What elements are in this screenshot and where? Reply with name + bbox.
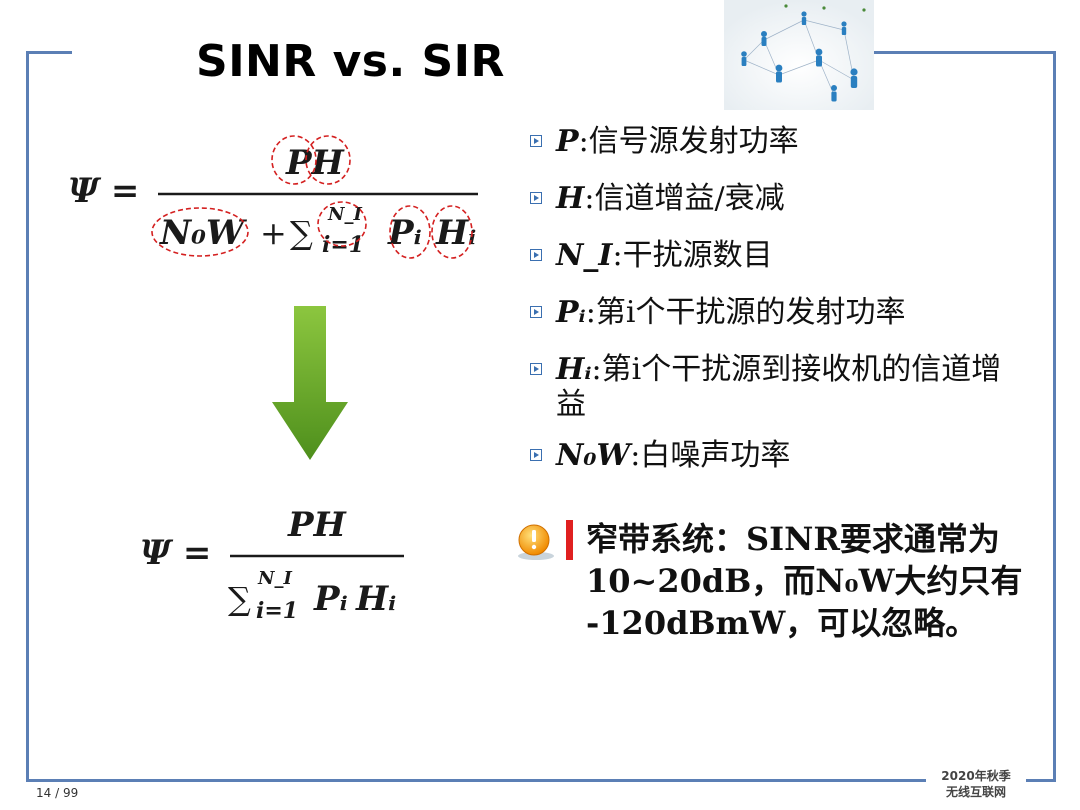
bullet-text: :信号源发射功率	[578, 124, 799, 159]
frame-top-left	[26, 51, 72, 54]
bullet-text: :第i个干扰源的发射功率	[585, 295, 906, 330]
sinr-sum-lower: i=1	[322, 232, 364, 258]
bullet-symbol: N_I	[556, 238, 613, 273]
bullet-marker-icon	[530, 135, 542, 147]
course-term: 2020年秋季	[941, 769, 1011, 783]
bullet-marker-icon	[530, 306, 542, 318]
bullet-symbol: Pᵢ	[556, 295, 586, 330]
sir-interferer-power: Pᵢ	[313, 579, 348, 619]
note-text: 窄带系统：SINR要求通常为 10~20dB，而N₀W大约只有 -120dBmW…	[586, 520, 1023, 642]
slide-title: SINR vs. SIR	[196, 36, 505, 87]
sir-sum-upper: N_I	[257, 568, 292, 589]
definition-list: P:信号源发射功率 H:信道增益/衰减 N_I:干扰源数目 Pᵢ:第i个干扰源的…	[526, 124, 1046, 495]
frame-right	[1053, 51, 1056, 782]
course-label: 2020年秋季 无线互联网	[930, 768, 1022, 800]
bullet-text: :信道增益/衰减	[584, 181, 785, 216]
sir-sum-lower: i=1	[256, 598, 298, 624]
page-number: 14 / 99	[36, 786, 79, 800]
note-accent-bar	[566, 520, 573, 560]
circle-pi	[389, 205, 431, 259]
bullet-marker-icon	[530, 449, 542, 461]
frame-top-right	[874, 51, 1056, 54]
bullet-hi: Hᵢ:第i个干扰源到接收机的信道增益	[526, 352, 1016, 422]
sir-interferer-gain: Hᵢ	[355, 579, 396, 619]
course-name: 无线互联网	[945, 785, 1006, 799]
bullet-ni: N_I:干扰源数目	[526, 238, 1046, 273]
circle-ni	[317, 201, 367, 247]
sinr-formula-drawing: Ψ = PH N₀W + ∑ N_I i=1 Pᵢ Hᵢ	[68, 135, 478, 259]
circle-h	[305, 135, 351, 185]
bullet-marker-icon	[530, 249, 542, 261]
bullet-text: :白噪声功率	[630, 438, 791, 473]
sinr-sum-symbol: ∑	[290, 214, 313, 252]
bullet-pi: Pᵢ:第i个干扰源的发射功率	[526, 295, 1046, 330]
frame-left	[26, 51, 29, 782]
circle-hi	[431, 205, 473, 259]
sir-lhs: Ψ =	[140, 533, 211, 573]
sir-formula: Ψ = PH ∑ N_I i=1 Pᵢ Hᵢ	[140, 500, 440, 630]
sir-formula-drawing: Ψ = PH ∑ N_I i=1 Pᵢ Hᵢ	[140, 505, 404, 624]
bullet-h: H:信道增益/衰减	[526, 181, 1046, 216]
circle-noise	[151, 207, 249, 257]
bullet-p: P:信号源发射功率	[526, 124, 1046, 159]
warning-exclamation-icon	[518, 524, 554, 560]
circle-p	[271, 135, 317, 185]
sinr-plus: +	[260, 214, 287, 252]
bullet-symbol: P	[556, 124, 579, 159]
frame-bottom	[26, 779, 926, 782]
bullet-text: :干扰源数目	[612, 238, 773, 273]
sir-sum-symbol: ∑	[228, 580, 251, 618]
sinr-noise-term: N₀W	[159, 213, 247, 253]
sir-numerator: PH	[287, 505, 348, 545]
frame-bottom-right	[1026, 779, 1056, 782]
sinr-lhs: Ψ =	[68, 171, 139, 211]
sinr-interferer-power: Pᵢ	[387, 213, 422, 253]
bullet-marker-icon	[530, 363, 542, 375]
bullet-symbol: Hᵢ	[556, 352, 592, 387]
network-people-image	[724, 0, 874, 110]
bullet-marker-icon	[530, 192, 542, 204]
sinr-sum-upper: N_I	[327, 204, 362, 225]
sinr-formula: Ψ = PH N₀W + ∑ N_I i=1 Pᵢ Hᵢ	[60, 132, 500, 262]
bullet-symbol: H	[556, 181, 585, 216]
bullet-n0w: N₀W:白噪声功率	[526, 438, 1046, 473]
down-arrow-icon	[272, 306, 348, 460]
bullet-symbol: N₀W	[556, 438, 631, 473]
bullet-text: :第i个干扰源到接收机的信道增益	[556, 352, 1002, 422]
